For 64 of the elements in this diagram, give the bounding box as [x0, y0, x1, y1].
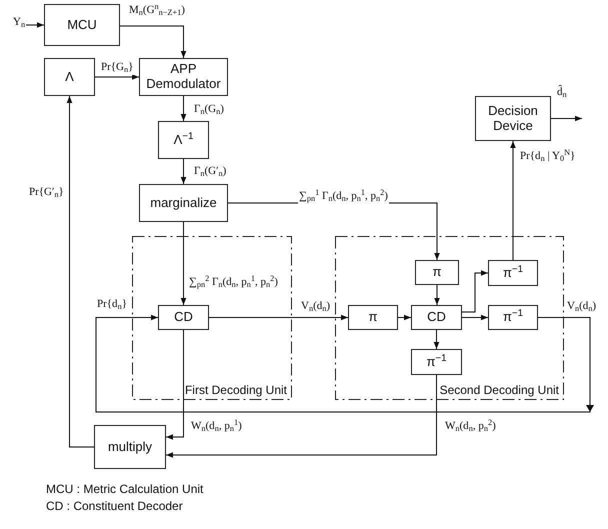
arrow	[434, 330, 440, 350]
edge-label: W$_{n}$(d$_{n}$, p$_{n}$$^{2}$)	[444, 420, 497, 434]
arrow	[166, 330, 184, 440]
box-label: π$^{−1}$	[426, 354, 447, 370]
arrow	[166, 374, 437, 458]
edge-label: Y$_{n}$	[12, 16, 26, 30]
process-box	[139, 58, 228, 96]
process-box	[411, 305, 462, 330]
box-label: MCU	[67, 18, 97, 32]
process-box	[158, 305, 209, 330]
edge-label: Pr{d$_{n}$ | Y$_{0}$$^{N}$}	[519, 150, 576, 164]
box-label: π	[432, 265, 442, 280]
dash-dot-group-frame	[335, 236, 564, 400]
process-box	[94, 425, 166, 469]
process-box	[475, 96, 551, 141]
process-box	[488, 305, 538, 330]
arrow	[208, 314, 348, 320]
box-label: Decision Device	[487, 104, 539, 134]
arrow	[550, 116, 582, 122]
edge-label: M$_{n}$(G$^{n}$$_{n−Z+1}$)	[128, 4, 186, 18]
arrow	[180, 158, 186, 184]
signal-label: Pr{d$_{n}$}	[96, 298, 128, 312]
note-text: CD : Constituent Decoder	[46, 499, 183, 514]
process-box	[488, 260, 538, 286]
box-label: π	[368, 310, 378, 325]
process-box	[139, 184, 228, 222]
box-label: multiply	[108, 440, 152, 454]
box-label: CD	[174, 310, 193, 325]
box-label: CD	[427, 310, 446, 325]
edge-label: W$_{n}$(d$_{n}$, p$_{n}$$^{1}$)	[190, 420, 243, 434]
arrow	[180, 222, 186, 306]
arrow	[180, 96, 186, 122]
arrow	[26, 22, 44, 28]
box-label: Λ	[65, 70, 74, 84]
edge-label: V$_{n}$(d$_{n}$)	[566, 300, 598, 314]
arrow	[434, 284, 440, 306]
arrow	[462, 314, 488, 320]
box-label: marginalize	[150, 196, 217, 210]
note-text: MCU : Metric Calculation Unit	[46, 482, 204, 497]
edge-label: Γ$_{n}$(G′$_{n}$)	[193, 165, 228, 179]
edge-label: Γ$_{n}$(G$_{n}$)	[193, 103, 225, 117]
process-box	[348, 305, 398, 330]
arrow	[66, 96, 94, 448]
process-box	[411, 349, 462, 375]
group-title: First Decoding Unit	[184, 384, 288, 396]
box-label: APP Demodulator	[145, 62, 222, 92]
edge-label: V$_{n}$(d$_{n}$)	[300, 300, 332, 314]
box-label: π$^{−1}$	[502, 266, 524, 280]
arrow	[96, 314, 590, 412]
box-label: π$^{−1}$	[502, 310, 524, 325]
arrow	[94, 74, 140, 80]
arrow	[120, 26, 186, 58]
process-box	[44, 58, 95, 96]
edge-label: Pr{G′$_{n}$}	[28, 186, 65, 200]
arrow	[510, 140, 516, 260]
group-title: Second Decoding Unit	[438, 384, 560, 396]
box-label: Λ$^{−1}$	[174, 132, 194, 148]
process-box	[415, 260, 459, 285]
edge-label: d̂$_{n}$	[556, 86, 568, 100]
process-box	[44, 4, 120, 46]
arrow	[462, 270, 488, 312]
process-box	[158, 121, 209, 159]
edge-label: Pr{G$_{n}$}	[100, 61, 134, 75]
arrow	[398, 314, 412, 320]
